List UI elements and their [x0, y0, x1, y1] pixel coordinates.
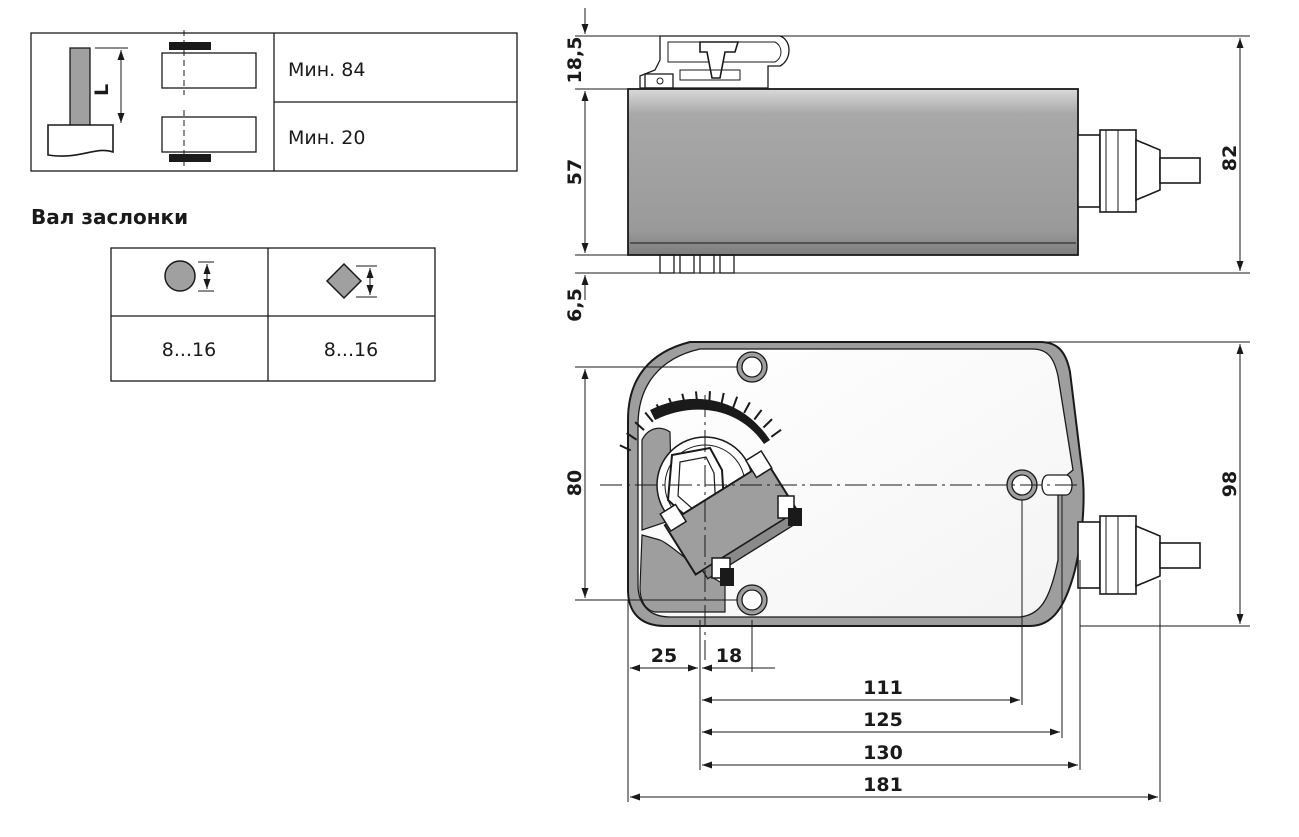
scale-tick [732, 396, 739, 409]
dim-18-5: 18,5 [564, 37, 586, 84]
dim-80: 80 [564, 470, 586, 496]
bottom-terminals [659, 254, 735, 274]
dim-57: 57 [564, 159, 586, 185]
dim-111: 111 [863, 677, 903, 699]
scale-tick [694, 391, 699, 404]
dim-130: 130 [863, 742, 903, 764]
scale-tick [626, 432, 638, 441]
mounting-hole-bottom [736, 584, 768, 616]
cable-gland-front [1077, 515, 1201, 595]
short-shaft-clamp-icon [161, 110, 257, 170]
square-shaft-range: 8...16 [324, 339, 378, 361]
clamp-nuts [711, 495, 802, 586]
shaft-length-icon: L [47, 47, 128, 157]
scale-tick [634, 421, 645, 431]
scale-tick [681, 393, 687, 406]
dim-98: 98 [1219, 471, 1241, 497]
scale-tick [668, 397, 675, 410]
scale-tick [762, 418, 773, 429]
round-shaft-range: 8...16 [162, 339, 216, 361]
scale-tick [708, 391, 711, 404]
dim-18: 18 [716, 645, 742, 667]
row-min-84: Мин. 84 [288, 59, 365, 81]
actuator-front-view: 80 98 25 18 111 125 130 181 [564, 341, 1250, 802]
damper-shaft-table: 8...16 8...16 [110, 247, 436, 382]
square-shaft-icon [325, 262, 377, 300]
shaft-length-table: L Мин. 84 Мин. 20 [30, 30, 518, 172]
scale-tick [743, 401, 751, 414]
long-shaft-clamp-icon [161, 30, 257, 95]
scale-tick [770, 428, 782, 438]
dim-125: 125 [863, 709, 903, 731]
scale-ticks [619, 391, 782, 452]
mounting-hole-top [736, 351, 768, 383]
dim-6-5: 6,5 [564, 288, 586, 322]
position-scale [650, 398, 770, 444]
actuator-side-view: 18,5 57 6,5 82 [564, 8, 1250, 322]
scale-tick [619, 444, 632, 452]
top-clamp [639, 35, 790, 89]
dim-25: 25 [651, 645, 677, 667]
dim-82: 82 [1219, 145, 1241, 171]
housing-side [627, 88, 1079, 256]
scale-tick [655, 403, 664, 416]
cable-gland-side [1077, 129, 1201, 213]
damper-shaft-title: Вал заслонки [31, 205, 188, 229]
length-symbol: L [91, 84, 113, 96]
round-shaft-icon [164, 260, 214, 292]
scale-tick [720, 392, 725, 405]
row-min-20: Мин. 20 [288, 127, 365, 149]
dim-181: 181 [863, 774, 903, 796]
scale-tick [644, 411, 654, 423]
scale-tick [753, 409, 763, 421]
